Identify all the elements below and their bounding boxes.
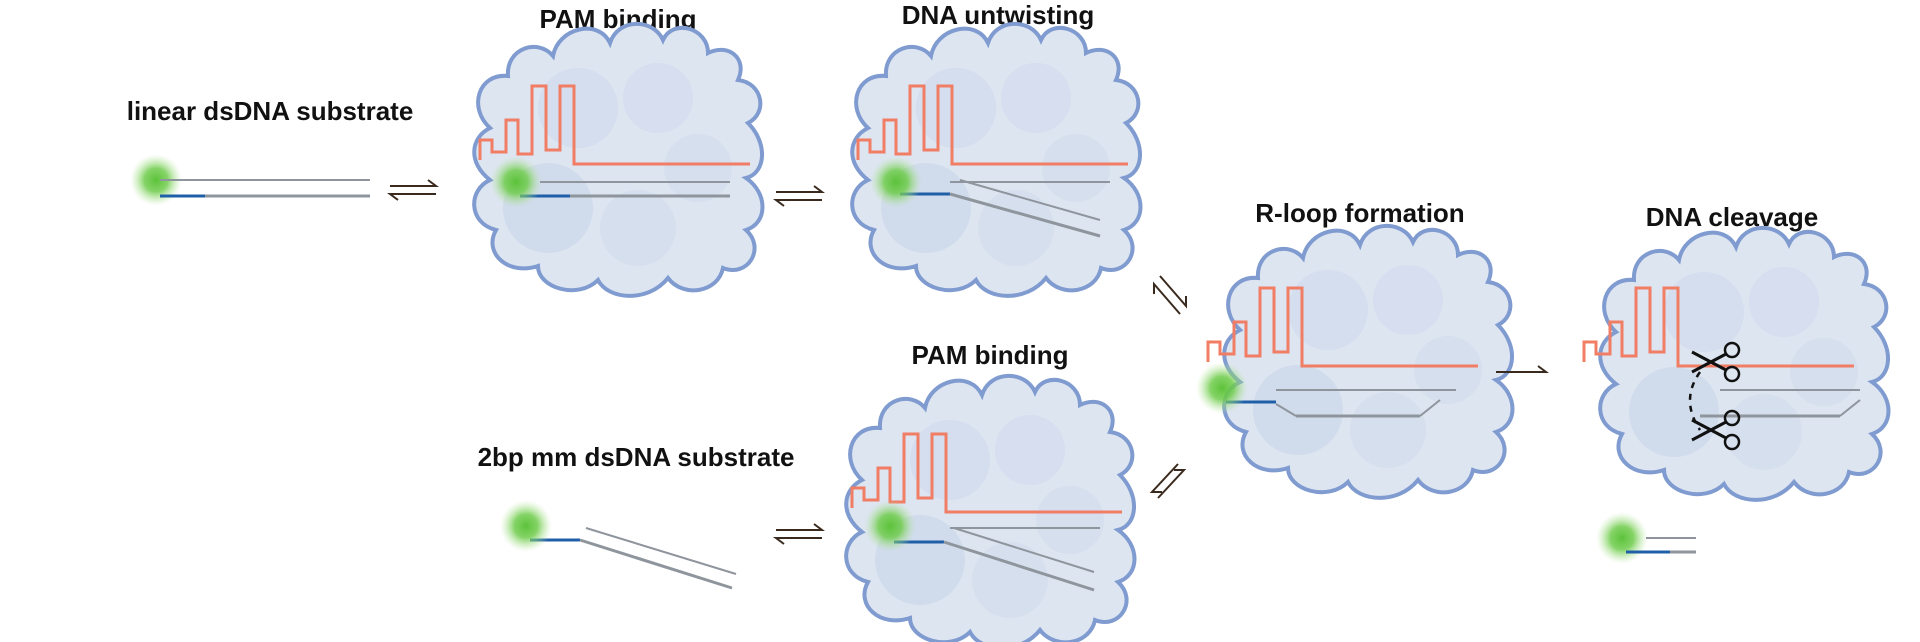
forward-arrow-icon (1496, 365, 1549, 373)
fluorophore-glow-icon (500, 500, 552, 552)
mm-substrate-dna (500, 500, 737, 590)
label-dna-cleavage: DNA cleavage (1646, 202, 1818, 232)
fluorophore-glow-icon (1596, 512, 1648, 564)
protein-complex-r-loop (1222, 223, 1515, 500)
equilibrium-arrow-icon (387, 179, 439, 201)
equilibrium-arrow-icon (773, 185, 825, 207)
label-linear-substrate: linear dsDNA substrate (127, 96, 414, 126)
label-r-loop-formation: R-loop formation (1255, 198, 1464, 228)
released-dna-fragment (1596, 512, 1696, 564)
bound-dna (490, 156, 730, 208)
fluorophore-glow-icon (130, 154, 182, 206)
label-mm-substrate: 2bp mm dsDNA substrate (478, 442, 795, 472)
fluorophore-glow-icon (1196, 362, 1248, 414)
bound-mm-dna (864, 500, 1100, 592)
protein-complex-cleavage (1598, 225, 1891, 502)
equilibrium-arrow-icon (1153, 275, 1187, 315)
equilibrium-arrow-icon (773, 523, 825, 545)
fluorophore-glow-icon (870, 156, 922, 208)
untwisted-dna (870, 156, 1110, 238)
label-dna-untwisting: DNA untwisting (902, 0, 1095, 30)
fluorophore-glow-icon (864, 500, 916, 552)
fluorophore-glow-icon (490, 156, 542, 208)
label-pam-binding-bottom: PAM binding (912, 340, 1069, 370)
linear-substrate-dna (130, 154, 370, 206)
r-loop-dna (1196, 362, 1456, 418)
cleaved-dna (1688, 371, 1861, 431)
equilibrium-arrow-icon (1149, 463, 1187, 499)
